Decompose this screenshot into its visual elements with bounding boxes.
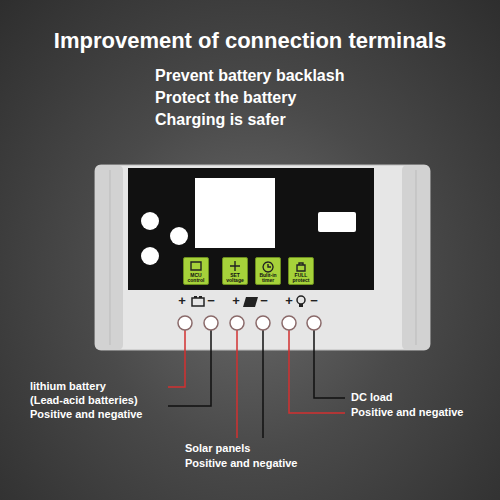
terminal-callout: Positive and negative xyxy=(185,457,297,470)
polarity-mark: + xyxy=(232,294,240,309)
button xyxy=(170,227,188,245)
icon-glyph xyxy=(230,261,240,271)
leader-line xyxy=(168,330,185,387)
icon-glyph xyxy=(257,259,279,273)
battery-symbol xyxy=(192,298,204,306)
icon-glyph xyxy=(185,259,207,273)
terminal xyxy=(307,316,321,330)
terminal xyxy=(256,316,270,330)
usb-port xyxy=(318,212,356,232)
feature-line: Protect the battery xyxy=(155,89,296,107)
polarity-mark: + xyxy=(285,294,293,309)
feature-icon: FULL protect xyxy=(288,257,314,285)
terminals xyxy=(178,316,321,330)
terminal xyxy=(178,316,192,330)
leader-line xyxy=(289,330,345,413)
terminal-callout: Solar panels xyxy=(185,442,250,455)
battery-symbol xyxy=(194,296,197,298)
polarity-mark: − xyxy=(207,294,215,309)
controller-housing xyxy=(95,165,430,350)
button xyxy=(141,212,159,230)
battery-symbol xyxy=(199,296,202,298)
terminal-callout: Positive and negative xyxy=(30,408,142,421)
icon-label: SET voltage xyxy=(223,273,247,284)
icon-label: Bulit-in timer xyxy=(256,273,280,284)
panel-symbol xyxy=(243,297,258,307)
polarity-mark: − xyxy=(260,294,268,309)
feature-line: Prevent battery backlash xyxy=(155,67,344,85)
title: Improvement of connection terminals xyxy=(0,28,500,54)
icon-label: FULL protect xyxy=(289,273,313,284)
front-panel xyxy=(128,168,374,290)
bulb-symbol xyxy=(299,304,303,307)
leader-line xyxy=(168,330,211,406)
feature-line: Charging is safer xyxy=(155,111,286,129)
side-rail xyxy=(95,165,123,350)
leader-line xyxy=(314,330,345,398)
polarity-mark: − xyxy=(310,294,318,309)
side-rail xyxy=(402,165,430,350)
leader-wires xyxy=(168,330,345,438)
terminal-callout: Positive and negative xyxy=(351,406,463,419)
icon-glyph xyxy=(263,262,273,272)
icon-label: MCU control xyxy=(184,273,208,284)
leader-line xyxy=(262,330,264,438)
lcd-screen xyxy=(195,178,275,248)
terminal xyxy=(204,316,218,330)
icon-glyph xyxy=(224,259,246,273)
feature-icon: SET voltage xyxy=(222,257,248,285)
terminal-callout: DC load xyxy=(351,391,393,404)
terminal-callout: (Lead-acid batteries) xyxy=(30,394,138,407)
button xyxy=(141,247,159,265)
icon-glyph xyxy=(290,259,312,273)
feature-icon: MCU control xyxy=(183,257,209,285)
terminal xyxy=(282,316,296,330)
leader-line xyxy=(236,330,238,438)
bulb-symbol xyxy=(297,296,305,304)
rail-groove xyxy=(416,170,417,345)
icon-glyph xyxy=(191,262,201,270)
icon-glyph xyxy=(297,263,305,271)
feature-icon: Bulit-in timer xyxy=(255,257,281,285)
terminal-callout: lithium battery xyxy=(30,380,106,393)
rail-groove xyxy=(110,170,111,345)
polarity-mark: + xyxy=(178,294,186,309)
terminal xyxy=(230,316,244,330)
